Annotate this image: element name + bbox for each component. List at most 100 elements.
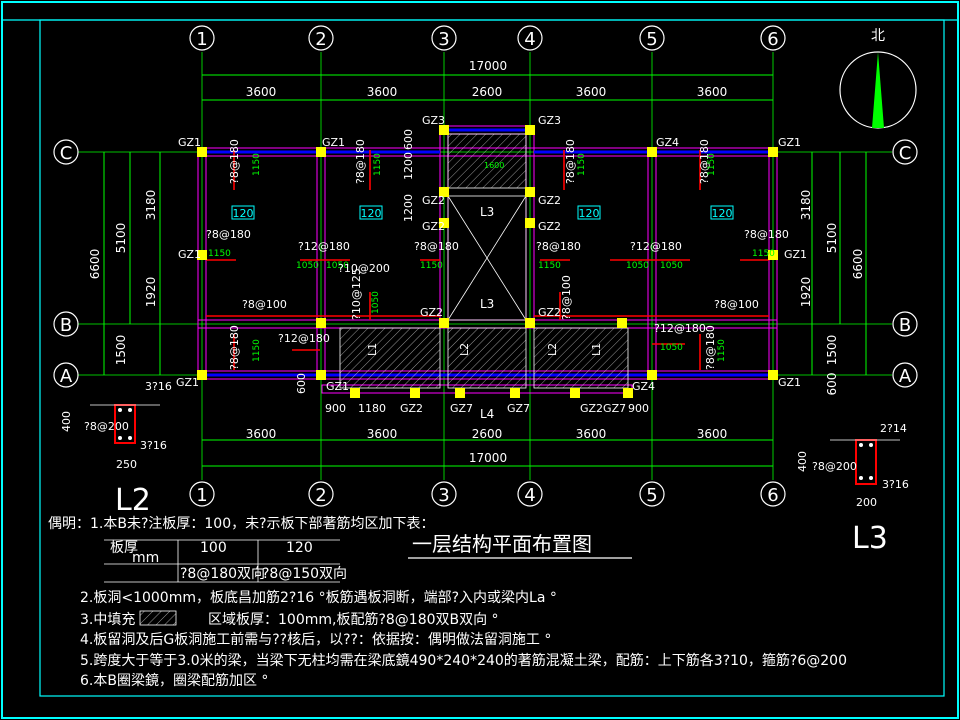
svg-text:120: 120 xyxy=(579,207,600,220)
svg-text:?8@100: ?8@100 xyxy=(242,298,287,311)
svg-text:6600: 6600 xyxy=(88,249,102,280)
svg-text:1050: 1050 xyxy=(296,261,319,271)
section-l3-label: L3 xyxy=(852,521,888,556)
dim-total-bottom: 17000 xyxy=(469,451,507,465)
svg-text:1920: 1920 xyxy=(799,277,813,308)
svg-text:3180: 3180 xyxy=(799,190,813,221)
svg-text:GZ1: GZ1 xyxy=(178,136,201,149)
svg-text:GZ4: GZ4 xyxy=(656,136,679,149)
svg-text:1150: 1150 xyxy=(577,153,587,176)
axis-label: 5 xyxy=(646,29,657,50)
svg-text:A: A xyxy=(60,366,73,387)
axis-label: 4 xyxy=(524,29,535,50)
svg-text:A: A xyxy=(899,366,912,387)
svg-text:3180: 3180 xyxy=(144,190,158,221)
svg-text:3600: 3600 xyxy=(367,85,398,99)
svg-text:3600: 3600 xyxy=(246,427,277,441)
axis-bubbles-top: 1 2 3 4 5 6 xyxy=(189,25,786,51)
axis-label: 2 xyxy=(315,485,326,506)
note-line-6: 6.本B圈梁鏡，圈梁配筋加区 ° xyxy=(80,672,268,689)
svg-text:?8@180: ?8@180 xyxy=(206,228,251,241)
svg-text:?8@180: ?8@180 xyxy=(228,139,241,184)
svg-text:GZ7: GZ7 xyxy=(507,402,530,415)
svg-text:?8@200: ?8@200 xyxy=(84,420,129,433)
svg-text:?8@180: ?8@180 xyxy=(228,325,241,370)
svg-text:120: 120 xyxy=(712,207,733,220)
svg-text:2?14: 2?14 xyxy=(880,422,907,435)
svg-text:?8@180: ?8@180 xyxy=(704,325,717,370)
svg-text:?12@180: ?12@180 xyxy=(654,322,706,335)
svg-text:GZ1: GZ1 xyxy=(326,380,349,393)
right-dimensions: 3180 5100 6600 1920 1500 600 xyxy=(799,152,867,395)
svg-text:3?16: 3?16 xyxy=(882,478,909,491)
svg-text:GZ2GZ7: GZ2GZ7 xyxy=(580,402,626,415)
svg-text:1500: 1500 xyxy=(114,335,128,366)
drawing-title: 一层结构平面布置图 xyxy=(408,532,632,559)
bottom-dimensions: 3600 3600 2600 3600 3600 17000 xyxy=(202,427,773,467)
svg-text:250: 250 xyxy=(116,458,137,471)
svg-text:?12@180: ?12@180 xyxy=(630,240,682,253)
section-l3: 400 2?14 ?8@200 3?16 200 L3 xyxy=(796,422,909,556)
svg-text:GZ1: GZ1 xyxy=(322,136,345,149)
svg-text:200: 200 xyxy=(856,496,877,509)
stair-dims: 600 1200 1200 xyxy=(402,129,415,222)
svg-text:600: 600 xyxy=(402,129,415,150)
axis-label: 6 xyxy=(767,485,778,506)
svg-text:C: C xyxy=(60,143,73,164)
svg-text:1600: 1600 xyxy=(484,161,504,170)
svg-text:?8@180: ?8@180 xyxy=(698,139,711,184)
axis-label: 2 xyxy=(315,29,326,50)
svg-text:L2: L2 xyxy=(458,343,471,356)
svg-text:1150: 1150 xyxy=(252,153,262,176)
svg-text:板厚: 板厚 xyxy=(110,540,138,556)
svg-text:B: B xyxy=(60,315,72,336)
svg-text:1050: 1050 xyxy=(660,261,683,271)
svg-text:2600: 2600 xyxy=(472,427,503,441)
svg-text:1150: 1150 xyxy=(752,249,775,259)
axis-label: 3 xyxy=(438,485,449,506)
rebar-labels: ?8@180 ?8@180 ?8@180 ?8@180 1150 1150 11… xyxy=(206,139,789,370)
svg-text:L3: L3 xyxy=(480,205,494,219)
svg-text:1180: 1180 xyxy=(358,402,386,415)
svg-text:GZ4: GZ4 xyxy=(632,380,655,393)
axis-label: 5 xyxy=(646,485,657,506)
section-l2: 400 3?16 ?8@200 3?16 250 L2 xyxy=(60,380,172,518)
svg-text:3600: 3600 xyxy=(246,85,277,99)
svg-text:L3: L3 xyxy=(480,297,494,311)
stair-opening xyxy=(447,195,527,321)
svg-text:?12@180: ?12@180 xyxy=(278,332,330,345)
note-line-2: 2.板洞<1000mm，板底昌加筋2?16 °板筋遇板洞断，端部?入内或梁内La… xyxy=(80,589,557,606)
svg-text:6600: 6600 xyxy=(851,249,865,280)
small-bottom-dims: 600 900 1180 900 xyxy=(295,373,649,415)
svg-text:?10@200: ?10@200 xyxy=(338,262,390,275)
svg-text:GZ2: GZ2 xyxy=(538,194,561,207)
svg-text:GZ2: GZ2 xyxy=(422,194,445,207)
svg-text:1200: 1200 xyxy=(402,194,415,222)
columns xyxy=(197,125,778,398)
axis-label: 1 xyxy=(196,29,207,50)
svg-text:L1: L1 xyxy=(366,343,379,356)
svg-text:GZ3: GZ3 xyxy=(538,114,561,127)
svg-text:GZ2: GZ2 xyxy=(400,402,423,415)
svg-text:900: 900 xyxy=(628,402,649,415)
svg-text:1150: 1150 xyxy=(707,153,717,176)
left-dimensions: 6600 5100 3180 1920 1500 xyxy=(88,152,161,375)
svg-text:120: 120 xyxy=(233,207,254,220)
note-line-4: 4.板留洞及后G板洞施工前需与??核后，以??：依据按：偶明做法留洞施工 ° xyxy=(80,631,551,648)
svg-text:GZ2: GZ2 xyxy=(538,220,561,233)
svg-text:mm: mm xyxy=(132,550,159,566)
section-l2-label: L2 xyxy=(115,483,151,518)
svg-text:?8@180: ?8@180 xyxy=(354,139,367,184)
axis-label: 4 xyxy=(524,485,535,506)
svg-text:1150: 1150 xyxy=(373,153,383,176)
svg-text:?8@150双向: ?8@150双向 xyxy=(262,566,347,582)
svg-text:5100: 5100 xyxy=(114,223,128,254)
svg-text:3600: 3600 xyxy=(697,85,728,99)
svg-text:1920: 1920 xyxy=(144,277,158,308)
axis-bubbles-bottom: 1 2 3 4 5 6 xyxy=(189,481,786,507)
svg-text:GZ2: GZ2 xyxy=(420,306,443,319)
svg-text:1050: 1050 xyxy=(626,261,649,271)
svg-text:400: 400 xyxy=(796,451,809,472)
svg-text:GZ7: GZ7 xyxy=(450,402,473,415)
